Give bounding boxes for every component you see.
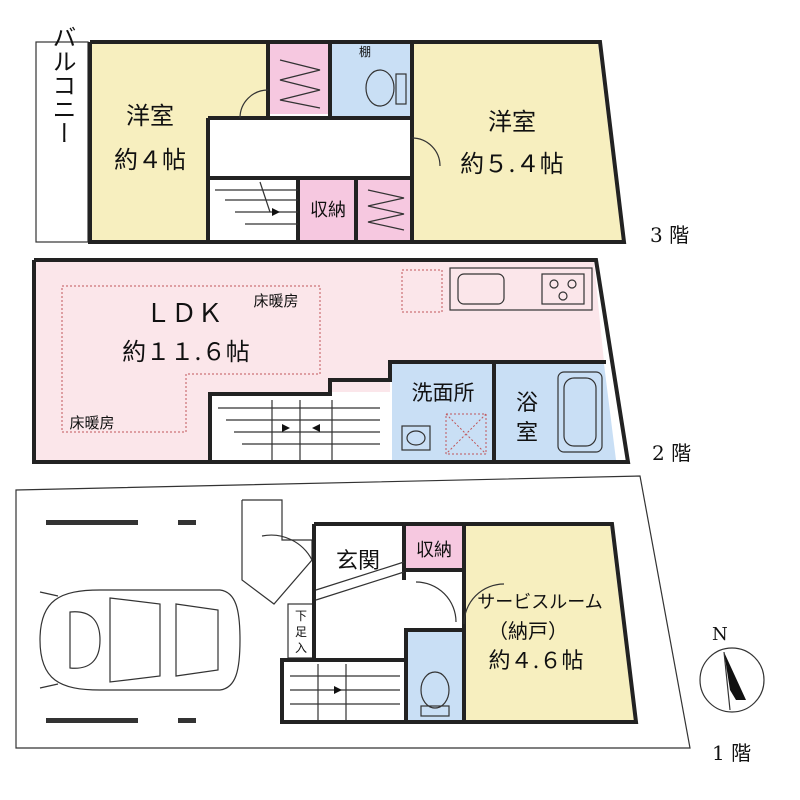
washroom-label: 洗面所	[412, 381, 475, 405]
service-room-name: サービスルーム	[477, 592, 602, 613]
closet-3f-top	[270, 44, 330, 114]
floor-3: バルコニー	[35, 25, 689, 247]
bath-label-2: 室	[516, 421, 538, 446]
toilet-icon	[420, 671, 450, 717]
door-swing-icon	[239, 89, 269, 119]
balcony-label: バルコニー	[48, 25, 76, 145]
floor-1: 玄関 収納 下 足 入 サービスルーム （納戸） 約４.６帖 1 階	[15, 475, 751, 765]
washroom	[392, 364, 494, 460]
compass-circle	[699, 647, 765, 713]
storage-1f-label: 収納	[416, 540, 452, 561]
washing-machine-icon	[445, 413, 487, 455]
door-swing-icon	[411, 137, 441, 167]
floor-heating-area-1	[61, 285, 321, 433]
stove-icon	[541, 273, 585, 305]
parking-line	[178, 718, 196, 723]
stairs-icon	[290, 664, 400, 720]
stairs-icon	[218, 400, 380, 460]
room-left-size: 約４帖	[114, 146, 186, 174]
service-room-sub: （納戸）	[488, 619, 568, 643]
floor-2: ＬＤＫ 約１１.６帖 床暖房 床暖房 洗面所 浴 室 2 階	[32, 258, 691, 465]
toilet-room-3f	[332, 44, 412, 116]
entrance-step	[315, 571, 405, 601]
wall-2f-outer	[32, 258, 631, 464]
fridge-space	[401, 269, 443, 313]
closet-hanger-icon	[367, 189, 405, 231]
floor-heating-label-2: 床暖房	[69, 414, 114, 432]
shoe-box-label-3: 入	[295, 641, 307, 655]
wall-3f-outer	[88, 40, 627, 244]
shoe-box-label-2: 足	[295, 625, 307, 639]
entrance-step	[315, 561, 405, 591]
storage-1f	[406, 526, 462, 570]
floor-1-label: 1 階	[712, 741, 751, 765]
closet-3f-bottom	[358, 178, 414, 240]
compass: N	[699, 624, 765, 713]
wall-1f-toilet	[404, 628, 464, 722]
door-swing-icon	[415, 581, 457, 623]
service-room-size: 約４.６帖	[489, 649, 584, 674]
floor-2-label: 2 階	[652, 441, 691, 465]
room-right-size: 約５.４帖	[460, 150, 564, 178]
hall-3f	[208, 118, 413, 178]
storage-3f	[300, 178, 356, 240]
bath-label-1: 浴	[516, 391, 538, 416]
closet-hanger-icon	[279, 59, 321, 109]
storage-3f-label: 収納	[310, 200, 346, 221]
toilet-icon	[365, 69, 407, 107]
entrance-hall	[316, 526, 404, 588]
shoe-box-label-1: 下	[295, 609, 307, 623]
compass-north-label: N	[712, 624, 728, 645]
bathtub-icon	[557, 371, 603, 453]
stairs-3f	[208, 178, 298, 240]
floor-3-label: 3 階	[650, 223, 689, 247]
entrance-label: 玄関	[336, 549, 380, 574]
floor-heating-label-1: 床暖房	[253, 292, 298, 310]
washbasin-icon	[401, 425, 431, 451]
toilet-room-1f	[408, 630, 462, 720]
bathroom	[496, 364, 616, 460]
door-swing-icon	[463, 583, 505, 625]
room-left-name: 洋室	[126, 102, 174, 130]
parking-line	[46, 718, 138, 723]
shelf-label: 棚	[359, 44, 371, 59]
parking-line	[178, 520, 196, 525]
room-right-name: 洋室	[488, 108, 536, 136]
north-arrow-icon	[724, 652, 746, 700]
service-room	[466, 526, 634, 720]
parking-line	[46, 520, 138, 525]
stairs-icon	[215, 181, 298, 225]
ldk-name: ＬＤＫ	[145, 299, 223, 329]
car-icon	[39, 589, 241, 691]
door-swing-icon	[261, 534, 313, 561]
kitchen-sink-icon	[457, 273, 505, 305]
ldk-size: 約１１.６帖	[122, 338, 250, 366]
porch-outline	[241, 499, 313, 605]
western-room-right	[414, 44, 622, 240]
site-boundary	[15, 475, 691, 749]
kitchen-counter	[449, 267, 593, 311]
wall-2f-inner	[208, 360, 606, 462]
